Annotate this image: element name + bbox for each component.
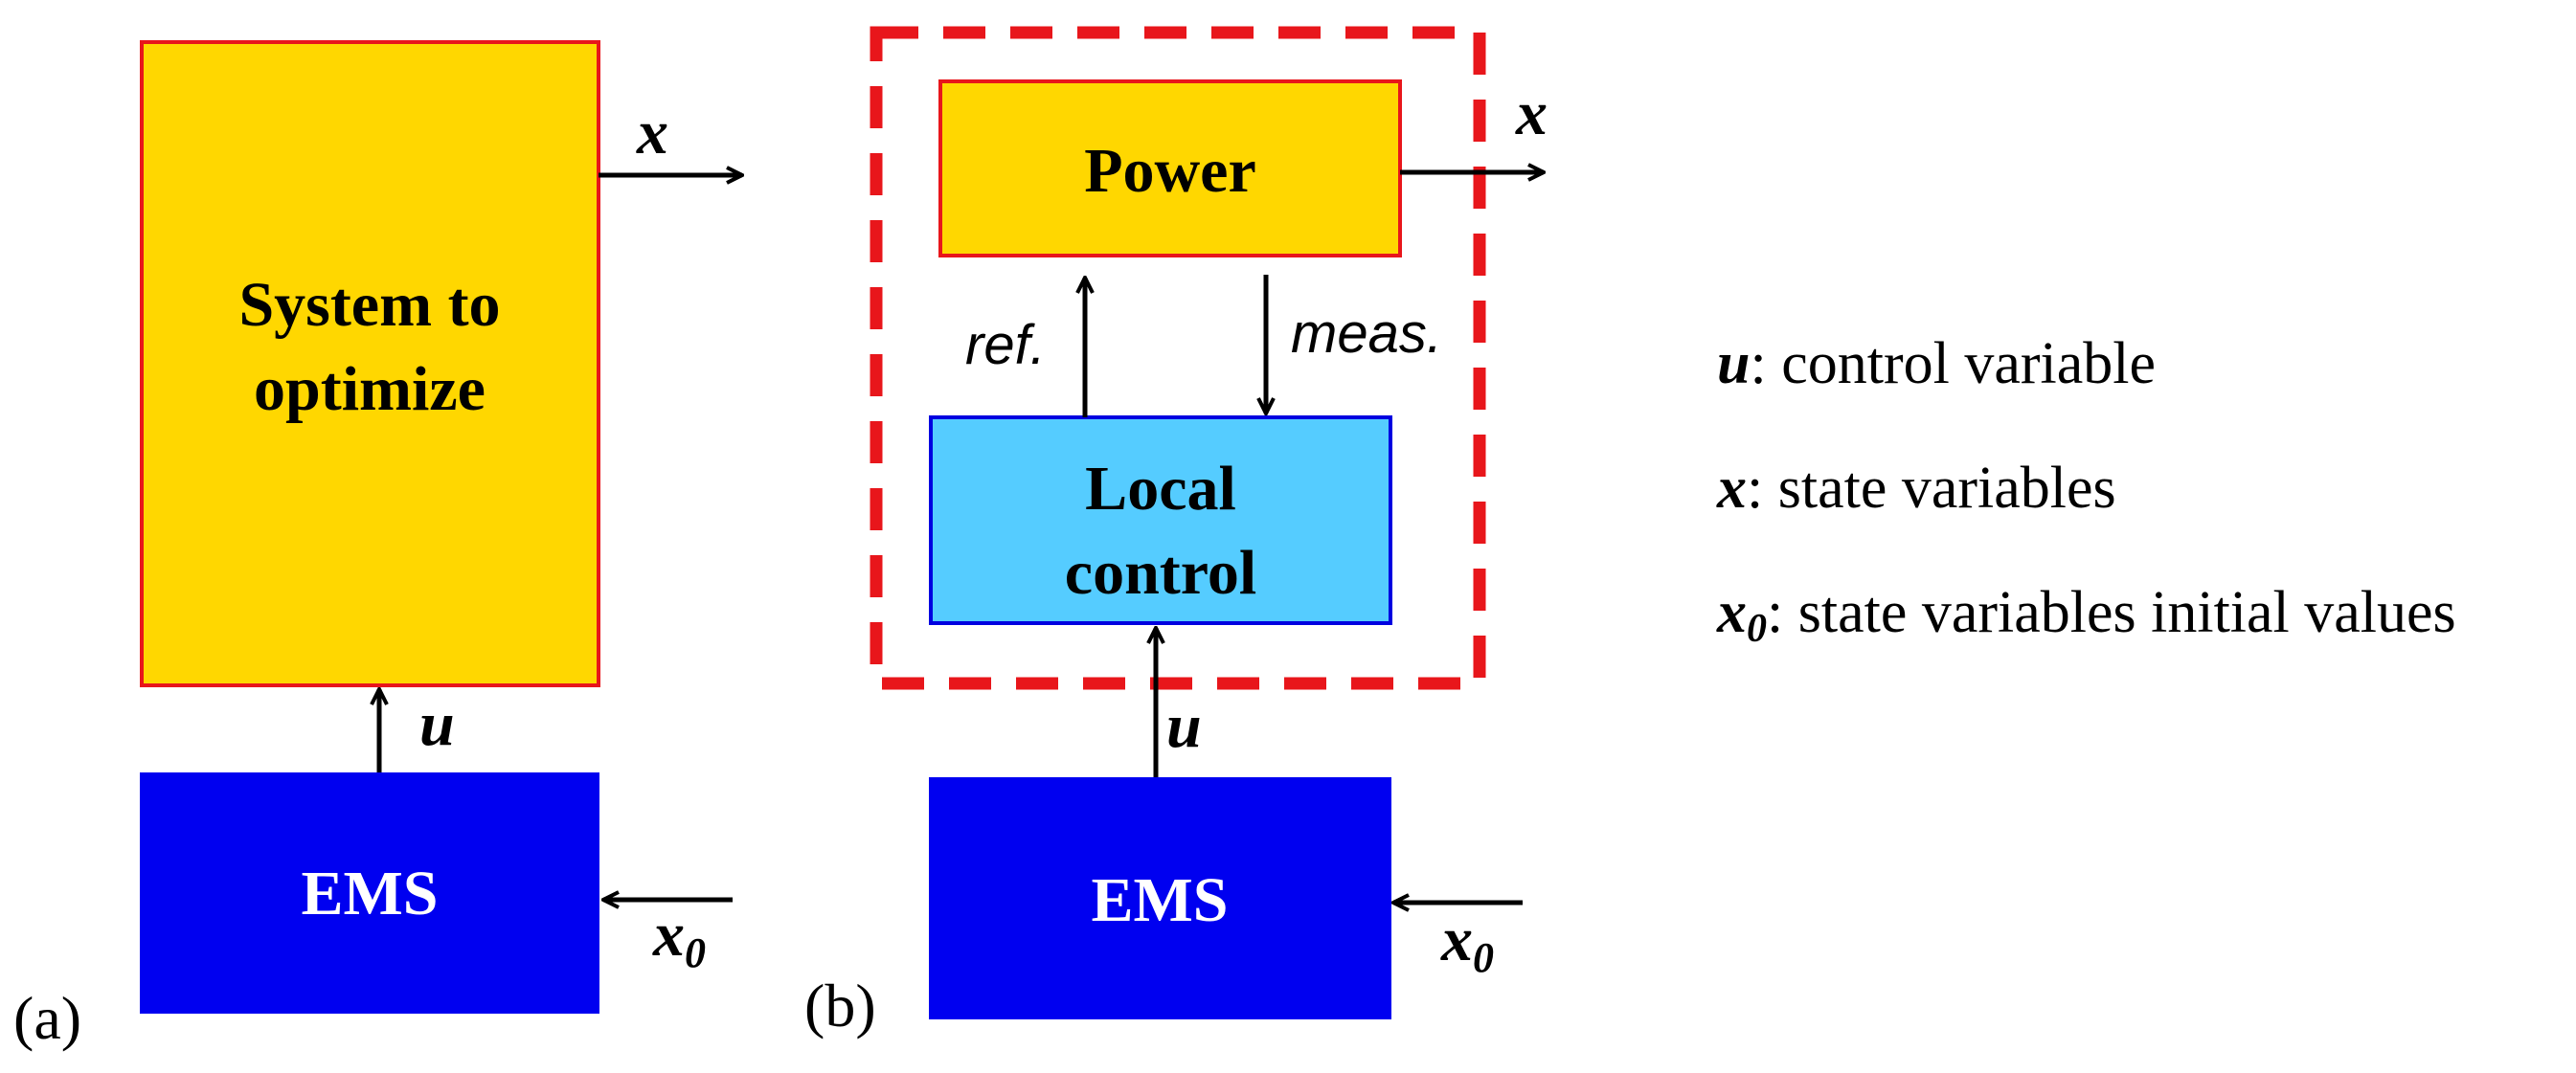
local-control-line1: Local bbox=[1085, 454, 1236, 524]
output-var-a: x bbox=[636, 98, 668, 168]
panel-label-a: (a) bbox=[13, 984, 81, 1052]
ems-box-a bbox=[140, 772, 599, 1014]
control-var-b: u bbox=[1166, 691, 1202, 761]
power-box bbox=[938, 79, 1402, 257]
system-box-line1: System to bbox=[238, 270, 500, 340]
ems-box-b bbox=[929, 777, 1391, 1019]
system-box bbox=[140, 40, 600, 687]
system-box-line2: optimize bbox=[254, 354, 486, 424]
legend: u: control variable x: state variables x… bbox=[1716, 331, 2456, 651]
control-var-a: u bbox=[419, 689, 455, 759]
meas-label: meas. bbox=[1291, 302, 1442, 365]
panel-label-b: (b) bbox=[804, 972, 876, 1039]
legend-item-x: x: state variables bbox=[1716, 456, 2116, 521]
dashed-enclosure bbox=[870, 26, 1486, 690]
legend-item-x0: x0: state variables initial values bbox=[1716, 580, 2456, 651]
legend-item-u: u: control variable bbox=[1717, 331, 2156, 396]
local-control-line2: control bbox=[1065, 538, 1256, 608]
ems-label-b: EMS bbox=[1091, 865, 1228, 935]
ref-label: ref. bbox=[965, 314, 1046, 376]
local-control-box bbox=[929, 415, 1392, 625]
panel-a: System to optimize x EMS u x0 (a) bbox=[13, 40, 742, 1052]
input-var-a: x0 bbox=[652, 900, 706, 976]
ems-label-a: EMS bbox=[301, 859, 438, 928]
input-var-b: x0 bbox=[1440, 905, 1494, 981]
output-var-b: x bbox=[1515, 78, 1548, 148]
panel-b: Power x Local control ref. meas. EMS u x… bbox=[804, 26, 1548, 1039]
power-label: Power bbox=[1084, 136, 1256, 206]
